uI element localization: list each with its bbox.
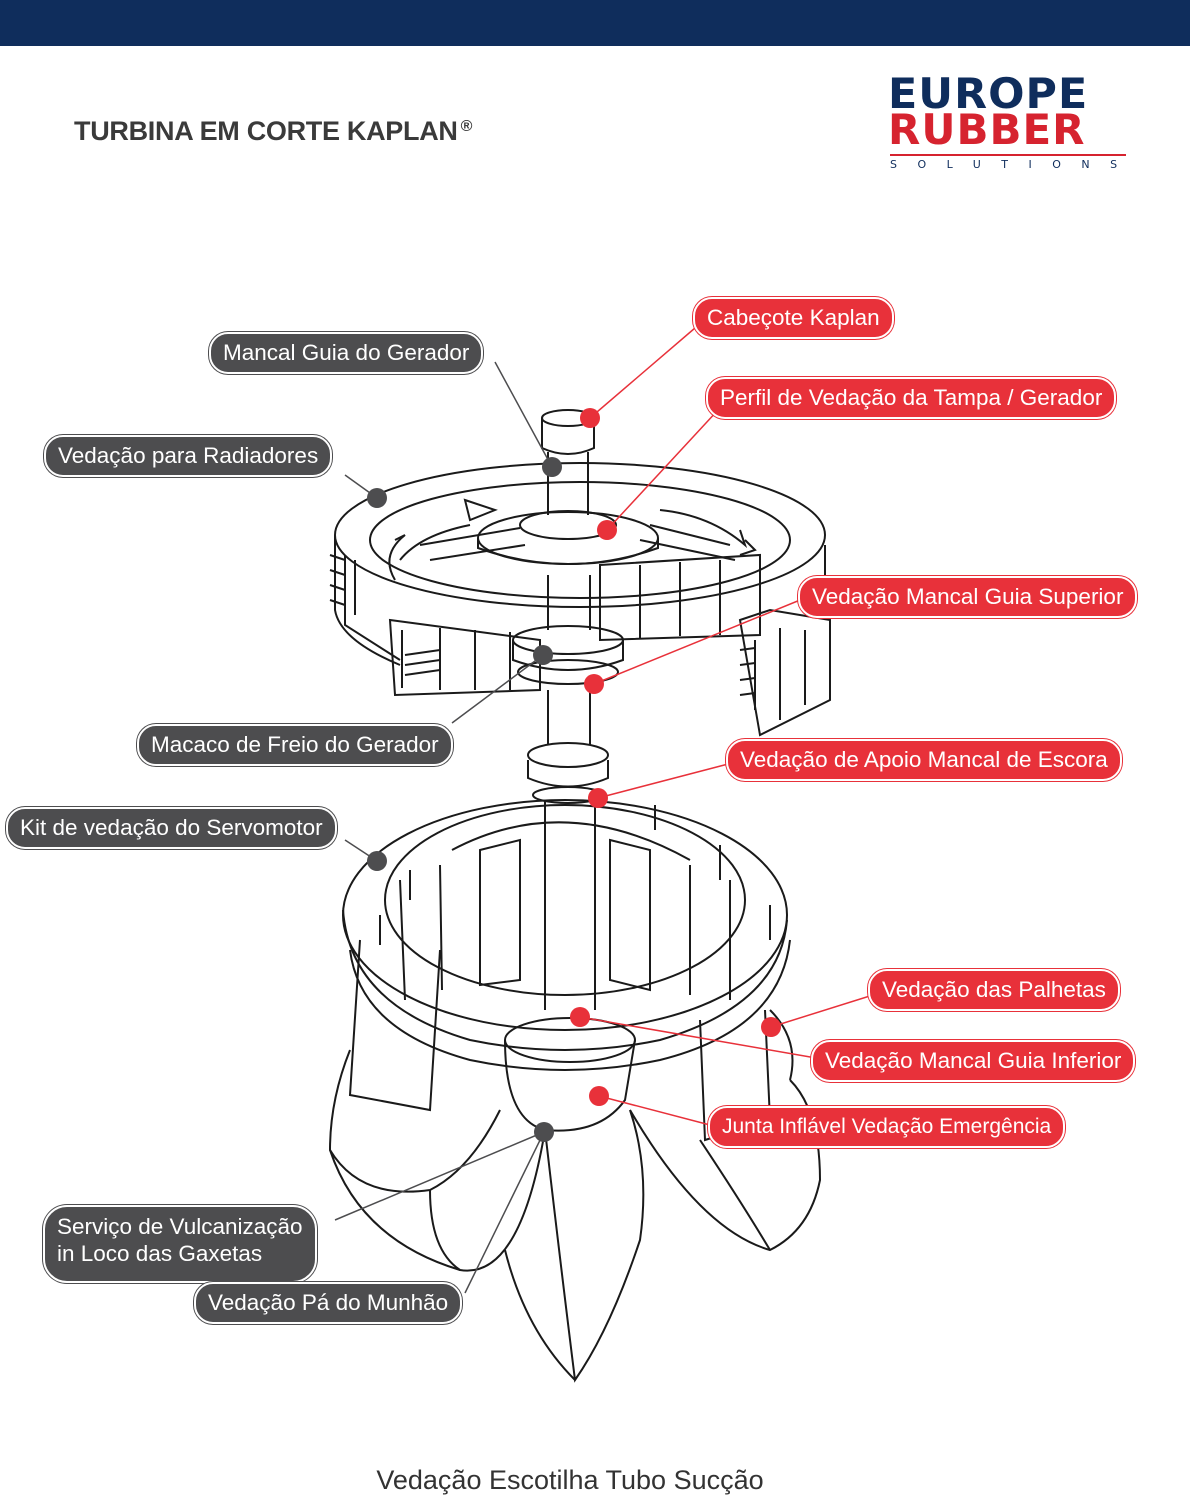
generator-assembly — [329, 462, 831, 737]
leader-junta-inflavel — [598, 1095, 711, 1126]
marker-dots — [367, 408, 781, 1142]
leader-palhetas — [770, 994, 874, 1028]
label-pa-munhao[interactable]: Vedação Pá do Munhão — [194, 1282, 463, 1324]
runner-blades — [328, 1009, 822, 1383]
dot-apoio-escora[interactable] — [588, 788, 608, 808]
main-shaft — [477, 409, 659, 1010]
dot-servomotor[interactable] — [367, 851, 387, 871]
logo-line-rubber: RUBBER — [888, 105, 1086, 154]
label-mancal-guia-superior[interactable]: Vedação Mancal Guia Superior — [798, 576, 1138, 618]
dot-perfil-vedacao[interactable] — [597, 520, 617, 540]
dot-vulcanizacao[interactable] — [534, 1122, 554, 1142]
title-text: TURBINA EM CORTE KAPLAN — [74, 116, 458, 146]
leader-lines — [334, 327, 874, 1294]
label-vulcanizacao[interactable]: Serviço de Vulcanização in Loco das Gaxe… — [43, 1205, 317, 1283]
leader-apoio-escora — [597, 762, 733, 799]
bottom-caption: Vedação Escotilha Tubo Sucção — [376, 1465, 764, 1495]
dot-palhetas[interactable] — [761, 1017, 781, 1037]
label-junta-inflavel[interactable]: Junta Inflável Vedação Emergência — [708, 1106, 1066, 1148]
logo-line-solutions: SOLUTIONS — [890, 158, 1138, 171]
top-banner — [0, 0, 1190, 46]
leader-guia-inferior — [579, 1016, 817, 1059]
dot-mancal-guia-superior[interactable] — [584, 674, 604, 694]
logo-line-europe: EUROPE — [888, 69, 1089, 118]
label-vulcanizacao-line1: Serviço de Vulcanização — [57, 1214, 303, 1239]
leader-mancal-guia-gerador — [494, 361, 553, 468]
turbine-drawing — [328, 409, 831, 1383]
label-vedacao-radiadores[interactable]: Vedação para Radiadores — [44, 435, 333, 477]
dot-cabecote[interactable] — [580, 408, 600, 428]
label-perfil-vedacao[interactable]: Perfil de Vedação da Tampa / Gerador — [706, 377, 1117, 419]
europe-rubber-logo: EUROPE RUBBER SOLUTIONS — [888, 69, 1133, 174]
dot-mancal-guia-gerador[interactable] — [542, 457, 562, 477]
page-title: TURBINA EM CORTE KAPLAN® — [74, 116, 472, 147]
label-apoio-mancal-escora[interactable]: Vedação de Apoio Mancal de Escora — [726, 739, 1122, 781]
label-vulcanizacao-line2: in Loco das Gaxetas — [57, 1241, 263, 1266]
leader-pa-munhao — [464, 1131, 545, 1294]
label-mancal-guia-inferior[interactable]: Vedação Mancal Guia Inferior — [811, 1040, 1136, 1082]
label-vedacao-palhetas[interactable]: Vedação das Palhetas — [868, 969, 1120, 1011]
leader-mancal-guia-superior — [593, 597, 806, 685]
leader-vulcanizacao — [334, 1131, 545, 1221]
leader-cabecote — [589, 327, 696, 419]
dot-radiadores[interactable] — [367, 488, 387, 508]
dot-guia-inferior[interactable] — [570, 1007, 590, 1027]
label-cabecote-kaplan[interactable]: Cabeçote Kaplan — [693, 297, 894, 339]
dot-junta-inflavel[interactable] — [589, 1086, 609, 1106]
dot-macaco-freio[interactable] — [533, 645, 553, 665]
label-kit-servomotor[interactable]: Kit de vedação do Servomotor — [6, 807, 337, 849]
leader-macaco-freio — [451, 654, 544, 724]
label-macaco-freio[interactable]: Macaco de Freio do Gerador — [137, 724, 453, 766]
leader-perfil-vedacao — [606, 409, 719, 531]
label-mancal-guia-gerador[interactable]: Mancal Guia do Gerador — [209, 332, 484, 374]
stay-ring-assembly — [342, 799, 791, 1142]
registered-mark: ® — [460, 118, 473, 135]
logo-divider — [890, 154, 1126, 156]
